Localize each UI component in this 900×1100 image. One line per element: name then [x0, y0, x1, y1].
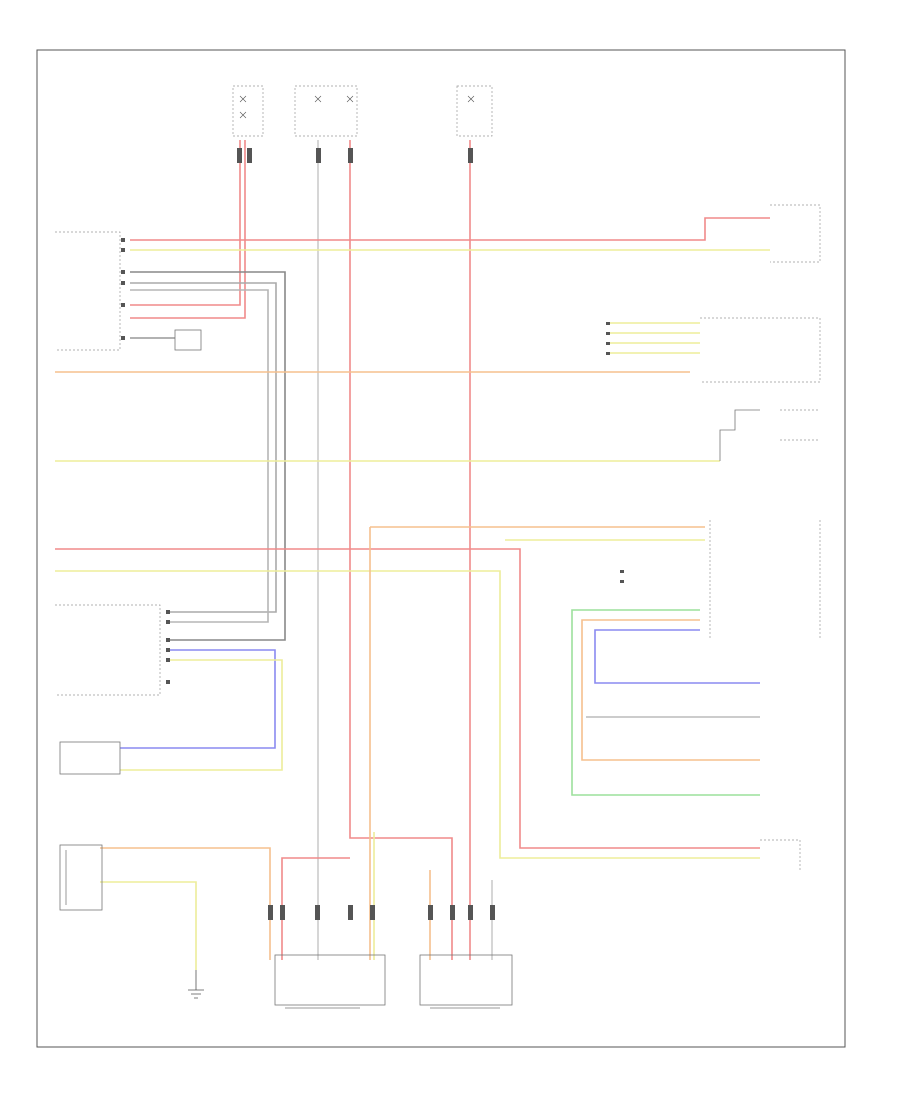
- connector-stubs: [237, 148, 495, 920]
- fuse-group-center: [294, 85, 358, 137]
- wire-red: [130, 140, 241, 306]
- wire-gray: [130, 282, 277, 613]
- fuse-group-right: [456, 85, 493, 137]
- sensor-top-right: [719, 409, 820, 461]
- wire-red: [130, 140, 246, 319]
- wire-green: [571, 609, 760, 796]
- fuse-small: [174, 329, 202, 351]
- wire-red: [130, 217, 770, 241]
- right-seat-module: [620, 520, 821, 640]
- diagram-frame: [36, 49, 846, 1048]
- wire-yellow: [100, 881, 197, 970]
- fuse-group-left: [232, 85, 264, 137]
- wire-yellow: [55, 570, 760, 859]
- wire-red: [281, 857, 350, 960]
- right-front-seat-heater: [419, 954, 513, 1009]
- right-rear-sensor: [760, 839, 801, 870]
- wire-gray: [130, 289, 269, 623]
- wire-red: [55, 548, 760, 849]
- seat-heater-sensor-left: [59, 844, 103, 911]
- left-front-seat-heater: [274, 954, 386, 1009]
- left-seat-module: [55, 231, 125, 351]
- wire-blue: [120, 649, 276, 749]
- left-seat-control-unit: [55, 604, 170, 696]
- wire-yellow: [120, 659, 283, 771]
- wires: [55, 140, 770, 970]
- ground-point: [188, 970, 204, 999]
- temperature-sensor-left: [59, 741, 121, 775]
- wire-blue: [594, 629, 760, 684]
- wire-red: [349, 140, 453, 960]
- lower-left-headlight: [770, 204, 821, 263]
- wire-orange: [100, 847, 271, 960]
- wire-gray: [130, 271, 286, 641]
- climate-module-top-right: [606, 317, 821, 383]
- wire-orange: [581, 619, 760, 761]
